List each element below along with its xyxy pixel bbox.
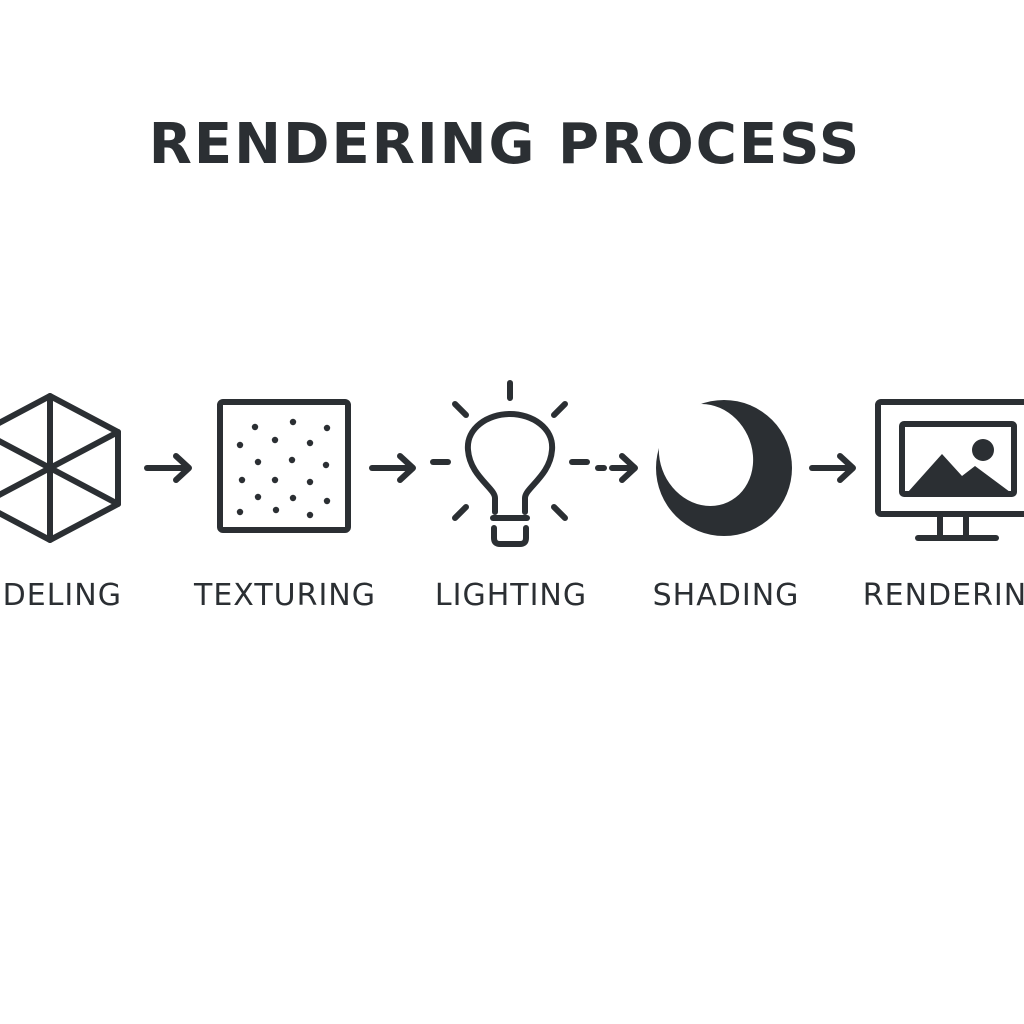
monitor-image-icon xyxy=(875,399,1024,541)
step-label-texturing: TEXTURING xyxy=(194,578,376,613)
light-bulb-icon xyxy=(430,380,590,547)
shaded-sphere-icon xyxy=(656,400,792,536)
step-label-shading: SHADING xyxy=(652,578,800,613)
arrow-icon xyxy=(595,453,638,483)
dotted-square-icon xyxy=(217,399,351,533)
step-label-rendering: RENDERIN xyxy=(862,578,1024,613)
arrow-icon xyxy=(369,453,416,483)
diagram-title: RENDERING PROCESS xyxy=(148,112,862,177)
step-label-modeling: ODELING xyxy=(0,578,122,613)
arrow-icon xyxy=(144,453,192,483)
hexagon-wireframe-icon xyxy=(0,393,121,543)
step-label-lighting: LIGHTING xyxy=(434,578,588,613)
arrow-icon xyxy=(809,453,856,483)
